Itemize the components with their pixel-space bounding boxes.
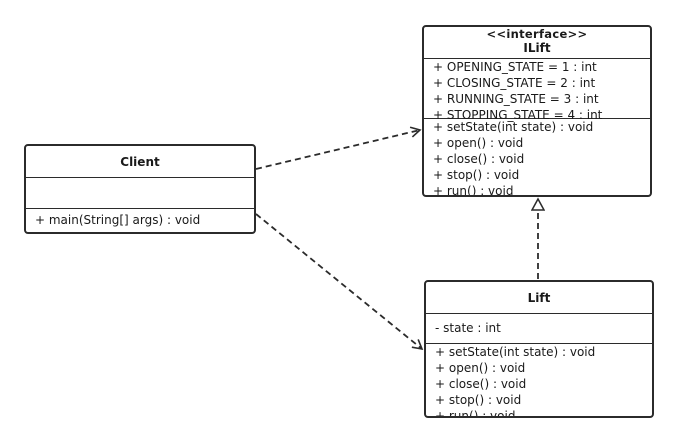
ilift-operation: + open() : void: [433, 136, 524, 150]
lift-class-header: Lift: [426, 282, 652, 314]
lift-class[interactable]: Lift - state : int + setState(int state)…: [424, 280, 654, 418]
ilift-operations-section: + setState(int state) : void + open() : …: [424, 119, 650, 197]
ilift-operation: + run() : void: [433, 184, 514, 197]
ilift-stereotype: <<interface>>: [486, 27, 588, 41]
dependency-client-to-lift: [255, 213, 424, 351]
ilift-operation: + setState(int state) : void: [433, 120, 594, 134]
ilift-attributes-section: + OPENING_STATE = 1 : int + CLOSING_STAT…: [424, 59, 650, 122]
lift-operation: + run() : void: [435, 409, 516, 418]
ilift-interface-header: <<interface>> ILift: [424, 27, 650, 59]
ilift-attribute: + RUNNING_STATE = 3 : int: [433, 92, 599, 106]
lift-operation: + stop() : void: [435, 393, 522, 407]
lift-operation: + open() : void: [435, 361, 526, 375]
ilift-interface[interactable]: <<interface>> ILift + OPENING_STATE = 1 …: [422, 25, 652, 197]
client-operations-section: + main(String[] args) : void: [26, 209, 254, 228]
client-operation: + main(String[] args) : void: [35, 213, 201, 227]
lift-operation: + setState(int state) : void: [435, 345, 596, 359]
ilift-attribute: + STOPPING_STATE = 4 : int: [433, 108, 603, 122]
lift-operation: + close() : void: [435, 377, 527, 391]
client-attributes-section: [26, 178, 254, 209]
ilift-attribute: + OPENING_STATE = 1 : int: [433, 60, 597, 74]
lift-attribute: - state : int: [435, 321, 501, 335]
lift-operations-section: + setState(int state) : void + open() : …: [426, 344, 652, 418]
lift-class-name: Lift: [527, 291, 551, 305]
client-class-name: Client: [120, 155, 160, 169]
ilift-attribute: + CLOSING_STATE = 2 : int: [433, 76, 596, 90]
ilift-interface-name: ILift: [523, 41, 551, 55]
lift-attributes-section: - state : int: [426, 314, 652, 344]
ilift-operation: + close() : void: [433, 152, 525, 166]
ilift-operation: + stop() : void: [433, 168, 520, 182]
client-class-header: Client: [26, 146, 254, 178]
dependency-client-to-ilift: [255, 126, 422, 170]
client-class[interactable]: Client + main(String[] args) : void: [24, 144, 256, 234]
